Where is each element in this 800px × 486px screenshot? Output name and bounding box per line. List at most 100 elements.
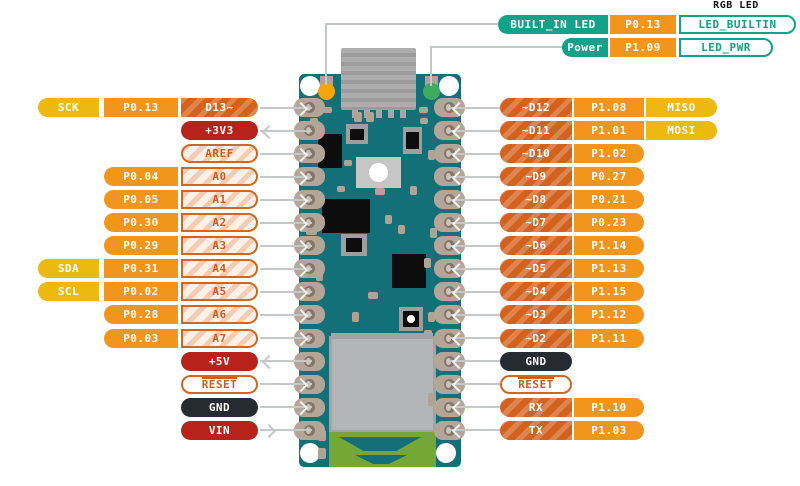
pin-label: A0 — [212, 170, 227, 184]
function-pill: SDA — [38, 259, 99, 279]
port-pill: P1.13 — [574, 259, 644, 279]
leader-line — [448, 267, 500, 270]
port-pill: P1.10 — [574, 397, 644, 417]
pin-pill: ~D7 — [500, 213, 572, 233]
leader-line — [260, 267, 312, 270]
pin-label: ~D11 — [521, 124, 551, 138]
pin-label: P1.08 — [591, 101, 627, 114]
mcu-chip — [322, 199, 370, 233]
leader-line — [448, 106, 500, 109]
pin-label: ~D2 — [525, 331, 547, 345]
pin-pill: A6 — [181, 305, 258, 325]
leader-line — [260, 360, 312, 363]
leader-line — [260, 383, 312, 386]
pin-label: P0.13 — [625, 17, 661, 31]
pin-label: RX — [528, 400, 544, 414]
leader-line — [260, 290, 312, 293]
port-pill: P1.02 — [574, 144, 644, 164]
smd-component — [424, 258, 431, 268]
port-pill: P0.13 — [104, 98, 178, 117]
function-pill: SCK — [38, 98, 99, 117]
function-pill: MISO — [646, 98, 717, 117]
leader-line — [448, 198, 500, 201]
leader-line — [448, 152, 500, 155]
pin-label: P0.21 — [591, 193, 627, 207]
mounting-hole — [439, 76, 459, 96]
smd-component — [410, 186, 417, 195]
port-pill: P0.03 — [104, 328, 178, 348]
pin-label: P1.10 — [591, 400, 627, 414]
pin-label: SCL — [57, 285, 80, 299]
pin-label: MOSI — [667, 124, 696, 138]
smd-component — [366, 112, 374, 122]
pin-label: P0.31 — [123, 262, 159, 276]
pin-pill: ~D2 — [500, 328, 572, 348]
pin-label: A5 — [212, 285, 227, 299]
pin-pill: A7 — [181, 328, 258, 348]
pin-label: P1.15 — [591, 285, 627, 299]
port-pill: P1.15 — [574, 282, 644, 302]
pin-label: SCK — [57, 101, 80, 114]
pin-pill: ~D5 — [500, 259, 572, 279]
pin-label: P1.09 — [625, 40, 661, 54]
usb-connector — [341, 48, 416, 110]
pin-pill: GND — [181, 397, 258, 417]
port-pill: P0.28 — [104, 305, 178, 325]
net-pill: LED_BUILTIN — [679, 14, 796, 34]
leader-line — [260, 152, 312, 155]
reset-button-cap — [369, 163, 388, 182]
pin-pill: ~D3 — [500, 305, 572, 325]
smd-component — [337, 186, 345, 192]
pin-pill: ~D9 — [500, 167, 572, 187]
pin-label: BUILT_IN LED — [510, 17, 596, 31]
smd-component — [368, 292, 378, 299]
pin-pill: A5 — [181, 282, 258, 302]
ic-chip — [350, 129, 364, 140]
smd-component — [430, 228, 437, 238]
pin-label: VIN — [208, 423, 231, 437]
usb-pin — [388, 110, 394, 118]
port-pill: P1.11 — [574, 328, 644, 348]
pin-label: LED_BUILTIN — [698, 17, 777, 31]
leader-line — [260, 313, 312, 316]
function-pill: BUILT_IN LED — [498, 14, 608, 34]
pin-pill: ~D12 — [500, 98, 572, 117]
pin-label: P0.13 — [123, 101, 159, 114]
pin-label: ~D9 — [525, 170, 547, 184]
pin-label: P1.11 — [591, 331, 627, 345]
pin-label: +5V — [208, 354, 231, 368]
pin-pill: ~D10 — [500, 144, 572, 164]
leader-line — [448, 337, 500, 339]
pin-pill: A2 — [181, 213, 258, 233]
pin-pill: ~D6 — [500, 236, 572, 256]
port-pill: P1.09 — [610, 37, 676, 57]
pin-label: ~D10 — [521, 147, 551, 161]
smd-component — [354, 112, 362, 122]
led-leader-line — [430, 46, 562, 48]
rgb-led-label: RGB LED — [713, 0, 759, 11]
smd-component — [398, 225, 405, 234]
port-pill: P1.03 — [574, 420, 644, 440]
antenna-trace — [339, 437, 421, 451]
smd-component — [310, 118, 318, 124]
usb-pin — [376, 110, 382, 118]
leader-line — [448, 383, 500, 386]
pin-label: RESET — [201, 376, 238, 391]
pin-label: ~D12 — [521, 101, 551, 114]
led-leader-line — [325, 23, 327, 85]
port-pill: P0.29 — [104, 236, 178, 256]
net-pill: LED_PWR — [679, 37, 773, 57]
pin-pill: RESET — [181, 374, 258, 394]
pin-label: P1.13 — [591, 262, 627, 276]
crystal-dot — [407, 315, 415, 323]
port-pill: P0.02 — [104, 282, 178, 302]
pin-label: P0.30 — [123, 216, 159, 230]
pin-label: RESET — [518, 376, 554, 391]
port-pill: P0.04 — [104, 167, 178, 187]
smd-component — [323, 107, 332, 113]
pin-label: P0.28 — [123, 308, 159, 322]
leader-line — [260, 429, 312, 432]
pin-pill: VIN — [181, 420, 258, 440]
pin-label: AREF — [205, 147, 234, 161]
led-leader-line — [430, 46, 432, 86]
